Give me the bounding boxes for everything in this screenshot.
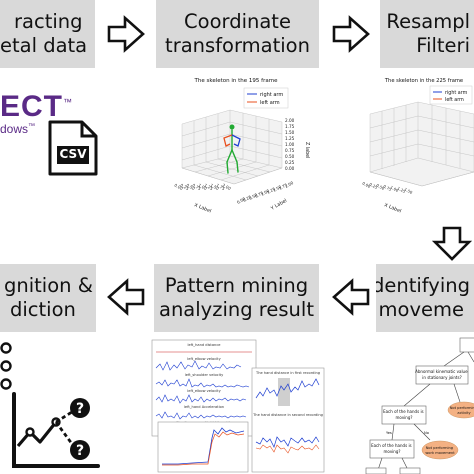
plot195-title: The skeleton in the 195 frame: [194, 78, 279, 84]
bullet-list-icon: [0, 342, 12, 390]
pattern-mining-figures: left_hand distance left_elbow velocity l…: [151, 339, 325, 473]
step-pattern-line1: Pattern mining: [164, 274, 309, 297]
plot225-legend-left: left arm: [445, 97, 464, 103]
plot225-title: The skeleton in the 225 frame: [384, 78, 463, 84]
step-recognition-prediction: gnition & diction: [0, 264, 96, 332]
step-extracting-line2: etal data: [0, 34, 88, 57]
arrow-left-icon: [332, 278, 370, 316]
tree-no-label: No: [424, 431, 429, 435]
skeleton-plot-195: The skeleton in the 195 frame right arm …: [174, 78, 310, 215]
svg-text:?: ?: [76, 401, 84, 417]
plot195-ytick: 2.00: [284, 180, 295, 189]
tree-q1: Abnormal kinematic value in stationary j…: [415, 369, 469, 380]
kinect-tm: ™: [63, 97, 73, 107]
trend-prediction-chart-icon: ? ?: [12, 392, 100, 468]
pattern-panel-3-title: left_shoulder velocity: [185, 373, 224, 377]
plot195-ztick: 1.50: [285, 130, 295, 135]
plot195-legend-left: left arm: [260, 100, 280, 106]
tree-outcome-2: Not performing work movement: [425, 446, 455, 455]
svg-text:0.25: 0.25: [369, 181, 379, 190]
pattern-panel-1-title: left_hand distance: [187, 343, 221, 347]
tree-q2: Each of the hands is moving?: [383, 409, 425, 420]
pattern-panel-8-title: The hand distance in second recording: [252, 413, 323, 417]
plot195-ztick: 0.75: [285, 148, 295, 153]
plot225-xlabel: X Label: [383, 202, 402, 214]
plot195-xlabel: X Label: [193, 202, 212, 214]
plot195-ytick: 0.00: [236, 196, 247, 205]
arrow-right-icon: [107, 15, 145, 53]
plot195-ztick: 1.75: [285, 124, 295, 129]
kinect-brand: ECT: [0, 90, 63, 123]
step-pattern-mining: Pattern mining analyzing result: [154, 264, 319, 332]
step-extracting-line1: racting: [14, 10, 83, 33]
plot195-ztick: 1.25: [285, 136, 295, 141]
step-recognition-line2: diction: [10, 298, 76, 321]
plot195-ytick: 0.25: [242, 194, 253, 203]
step-recognition-line1: gnition &: [4, 274, 93, 297]
skeleton-plot-225: The skeleton in the 225 frame right arm …: [362, 78, 474, 215]
tree-outcome-1: Not performing activity: [450, 406, 474, 415]
kinect-windows-text: dows: [0, 122, 29, 136]
kinect-windows-label: dows™: [0, 122, 36, 136]
pattern-panel-5-title: left_hand Acceleration: [184, 405, 224, 409]
decision-tree: Abnormal kinematic value in stationary j…: [365, 337, 474, 474]
plot195-ztick: 0.50: [285, 154, 295, 159]
plot195-xtick: 2.00: [222, 182, 233, 191]
svg-text:?: ?: [76, 443, 84, 459]
svg-text:0.00: 0.00: [362, 180, 372, 189]
plot195-ytick: 1.50: [272, 184, 283, 193]
plot195-ylabel: Y Label: [269, 198, 288, 212]
plot195-ztick: 1.00: [285, 142, 295, 147]
plot195-ytick: 1.75: [278, 182, 289, 191]
step-coordinate-transformation: Coordinate transformation: [156, 0, 319, 68]
plot225-legend-right: right arm: [445, 90, 468, 96]
plot195-xtick: 1.00: [198, 182, 209, 191]
plot195-xtick: 0.25: [180, 182, 191, 191]
pattern-panel-2-title: left_elbow velocity: [187, 357, 221, 361]
svg-text:1.00: 1.00: [390, 184, 400, 193]
plot195-ztick: 0.00: [285, 166, 295, 171]
svg-text:0.50: 0.50: [376, 182, 386, 191]
pattern-panel-7-title: The hand distance in first recording: [255, 371, 320, 375]
kinect-logo: ECT™: [0, 90, 73, 124]
plot195-ytick: 0.50: [248, 192, 259, 201]
csv-file-icon: CSV: [48, 120, 98, 176]
plot195-ztick: 0.25: [285, 160, 295, 165]
plot195-ytick: 1.25: [266, 186, 277, 195]
plot195-xtick: 0.75: [192, 182, 203, 191]
plot195-xtick: 0.00: [174, 182, 185, 191]
svg-text:0.75: 0.75: [383, 183, 393, 192]
plot195-xtick: 1.75: [216, 182, 227, 191]
plot195-ytick: 1.00: [260, 188, 271, 197]
svg-text:1.25: 1.25: [397, 185, 407, 194]
arrow-left-icon: [107, 278, 145, 316]
plot195-ytick: 0.75: [254, 190, 265, 199]
svg-text:1.50: 1.50: [404, 186, 414, 195]
plot195-xtick: 1.50: [210, 182, 221, 191]
plot195-legend-right: right arm: [260, 92, 283, 98]
arrow-right-icon: [332, 15, 370, 53]
pattern-panel-4-title: left_elbow velocity: [187, 389, 221, 393]
plot195-zlabel: Z label: [304, 142, 310, 158]
step-coordinate-line2: transformation: [165, 34, 310, 57]
step-extracting-skeletal-data: racting etal data: [0, 0, 95, 68]
tree-yes-label: Yes: [386, 431, 392, 435]
step-pattern-line2: analyzing result: [159, 298, 314, 321]
step-resampling-line2: Filteri: [416, 34, 470, 57]
step-identifying-line1: Identifying: [376, 274, 470, 297]
plot195-ztick: 2.00: [285, 118, 295, 123]
arrow-down-icon: [432, 226, 472, 261]
step-resampling-line1: Resampl: [386, 10, 470, 33]
step-resampling-filtering: Resampl Filteri: [380, 0, 474, 68]
step-identifying-movement: Identifying moveme: [376, 264, 474, 332]
plot195-xtick: 0.50: [186, 182, 197, 191]
step-identifying-line2: moveme: [378, 298, 464, 321]
tree-q3: Each of the hands is moving?: [371, 443, 413, 454]
plot195-xtick: 1.25: [204, 182, 215, 191]
csv-label: CSV: [59, 147, 87, 161]
step-coordinate-line1: Coordinate: [184, 10, 291, 33]
